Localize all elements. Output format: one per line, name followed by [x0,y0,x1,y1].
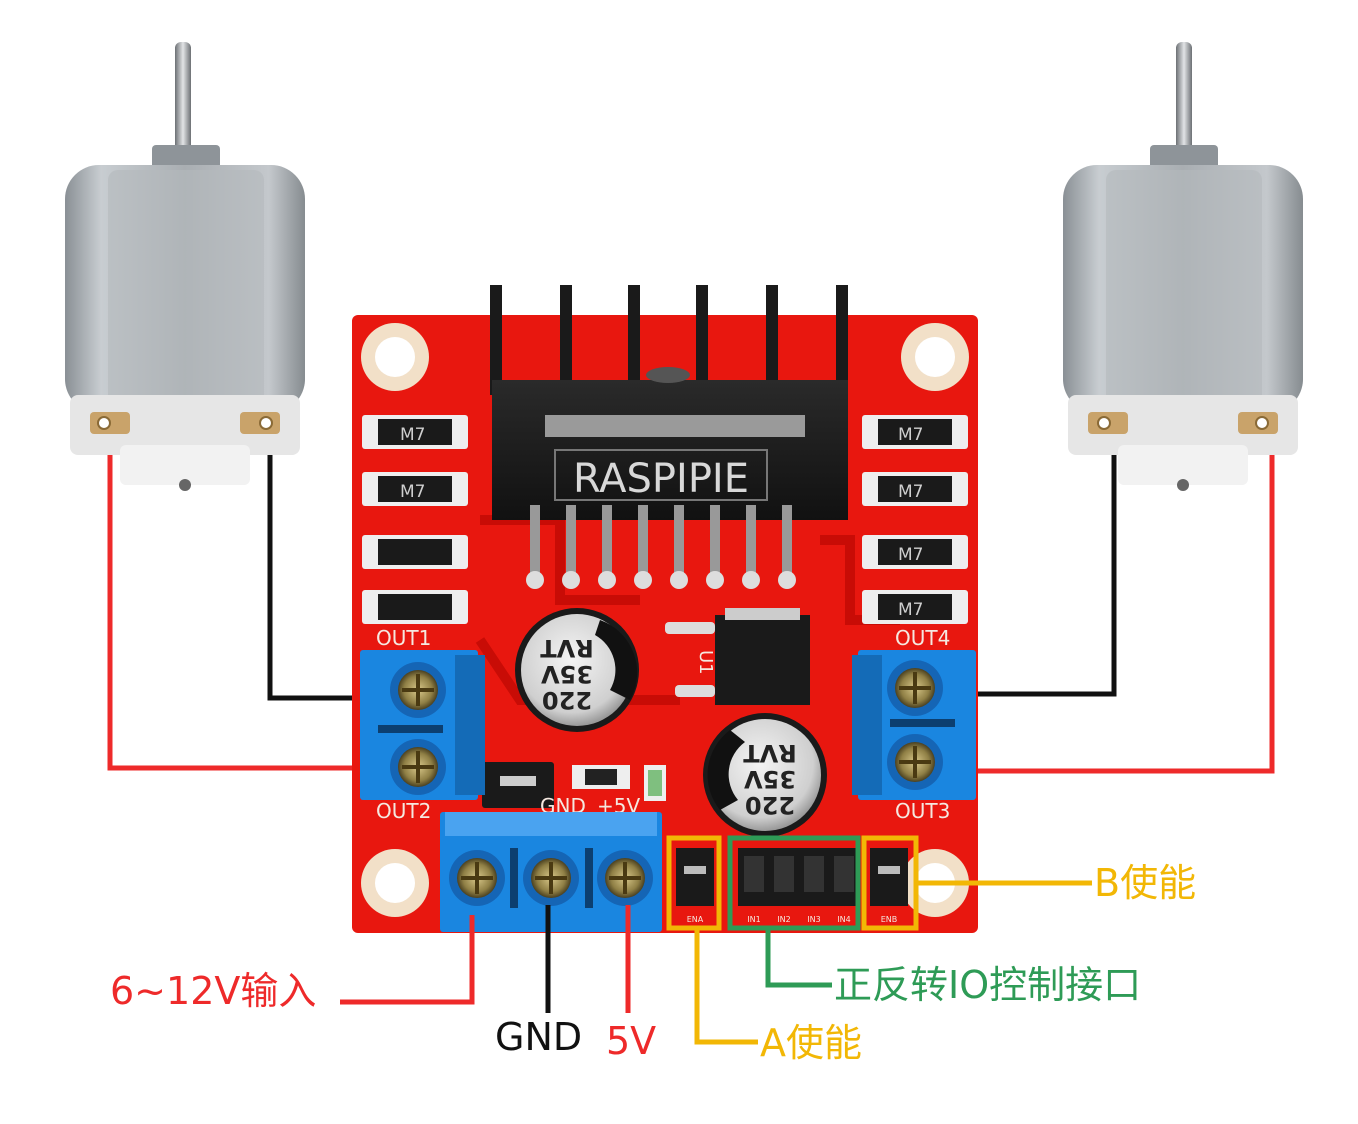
terminal-block-out1-out2 [360,650,485,800]
voltage-regulator [665,608,810,705]
terminal-block-power [440,812,662,932]
cap-text-3: 220 [542,686,592,714]
diode-marking: M7 [898,600,923,620]
power-input-label: 6~12V输入 [110,969,317,1013]
chip-pads [526,571,796,589]
gnd-label: GND [495,1015,583,1059]
pin-in4-label: IN4 [837,915,850,924]
a-enable-box [666,835,722,931]
io-control-line [765,928,832,988]
b-enable-label: B使能 [1094,861,1197,905]
io-control-box [727,835,861,931]
pin-in2-label: IN2 [777,915,790,924]
diode-marking: M7 [400,425,425,445]
cap-text-1: RVT [743,739,797,767]
cap-text-3: 220 [745,791,795,819]
chip-pins [530,505,792,585]
pin-enb-label: ENB [881,915,898,924]
diode-marking: M7 [898,482,923,502]
terminal-block-out3-out4 [852,650,976,800]
out3-label: OUT3 [895,799,950,823]
brand-text: RASPIPIE [573,456,749,502]
left-motor [65,42,305,491]
a-enable-label: A使能 [760,1021,862,1065]
right-motor [1063,42,1303,491]
out4-label: OUT4 [895,626,950,650]
left-motor-red-wire [107,425,372,771]
pin-ena-label: ENA [687,915,704,924]
right-motor-black-wire [952,425,1117,697]
capacitor-1: RVT 35V 220 [515,608,639,732]
heat-sink [490,285,848,520]
left-motor-black-wire [267,425,372,701]
io-control-label: 正反转IO控制接口 [834,963,1142,1007]
cap-text-1: RVT [540,634,594,662]
five-v-label: 5V [606,1019,657,1063]
a-enable-line [694,928,758,1045]
diodes-left [362,415,468,624]
diode-marking: M7 [898,545,923,565]
out2-label: OUT2 [376,799,431,823]
callout-lines [340,880,1092,1045]
u1-label: U1 [695,650,716,675]
power-input-line [340,915,475,1005]
pin-in1-label: IN1 [747,915,760,924]
motor-wires [107,425,1275,774]
diodes-right [862,415,968,624]
pin-in3-label: IN3 [807,915,820,924]
cap-text-2: 35V [744,765,796,793]
control-header [676,848,908,906]
out1-label: OUT1 [376,626,431,650]
diode-marking: M7 [400,482,425,502]
cap-text-2: 35V [541,660,593,688]
diode-marking: M7 [898,425,923,445]
l298n-board: RASPIPIE M7 M7 [352,285,978,933]
right-motor-red-wire [952,425,1275,774]
capacitor-2: RVT 35V 220 [703,713,827,837]
